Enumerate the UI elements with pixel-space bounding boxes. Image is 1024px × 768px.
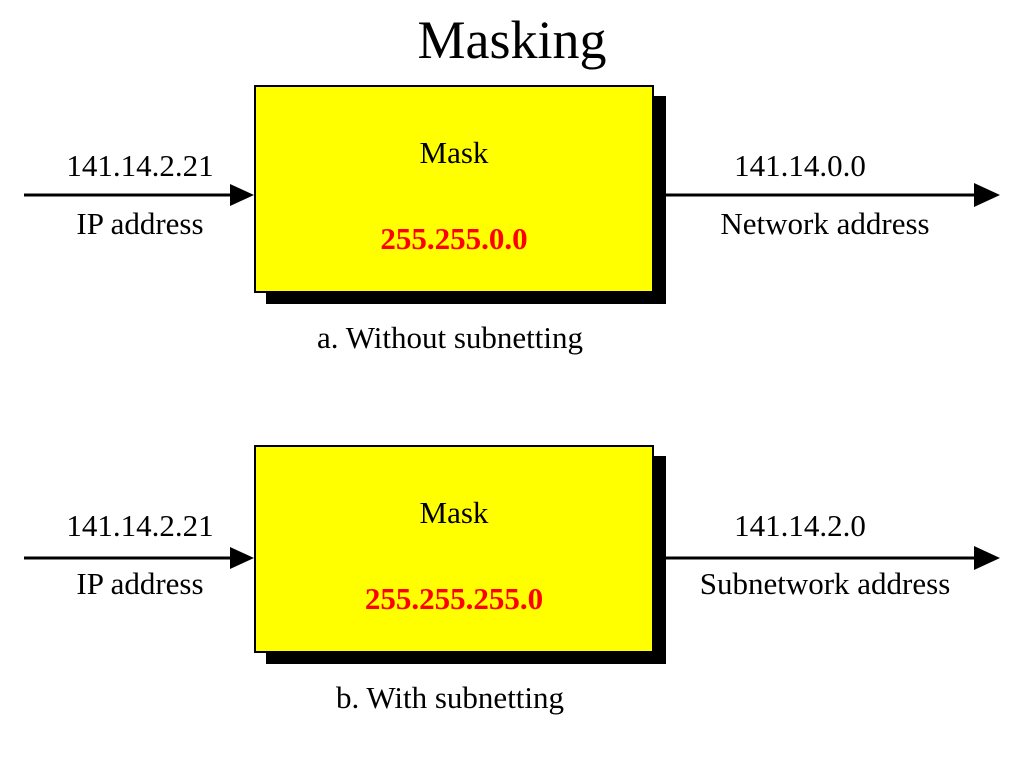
output-address: 141.14.2.0 xyxy=(734,508,866,543)
arrows xyxy=(24,183,1000,207)
input-label: IP address xyxy=(76,566,204,601)
input-address: 141.14.2.21 xyxy=(66,148,214,183)
panel-caption: b. With subnetting xyxy=(335,680,565,715)
output-label: Network address xyxy=(720,206,930,241)
mask-box: Mask 255.255.255.0 xyxy=(254,445,654,653)
mask-label: Mask xyxy=(419,135,489,170)
mask-value: 255.255.0.0 xyxy=(380,221,528,256)
input-arrow xyxy=(24,184,254,206)
output-arrow xyxy=(666,546,1000,570)
input-arrow xyxy=(24,547,254,569)
output-arrow xyxy=(666,183,1000,207)
mask-value: 255.255.255.0 xyxy=(364,581,544,616)
mask-box: Mask 255.255.0.0 xyxy=(254,85,654,293)
arrows xyxy=(24,546,1000,570)
panel-with-subnetting: Mask 255.255.255.0 141.14.2.21 IP addres… xyxy=(0,440,1024,768)
mask-label: Mask xyxy=(419,495,489,530)
input-address: 141.14.2.21 xyxy=(66,508,214,543)
panel-caption: a. Without subnetting xyxy=(317,320,583,355)
output-address: 141.14.0.0 xyxy=(734,148,866,183)
panel-without-subnetting: Mask 255.255.0.0 141.14.2.21 IP address … xyxy=(0,80,1024,420)
output-label: Subnetwork address xyxy=(699,566,951,601)
input-label: IP address xyxy=(76,206,204,241)
page-title: Masking xyxy=(417,10,607,70)
